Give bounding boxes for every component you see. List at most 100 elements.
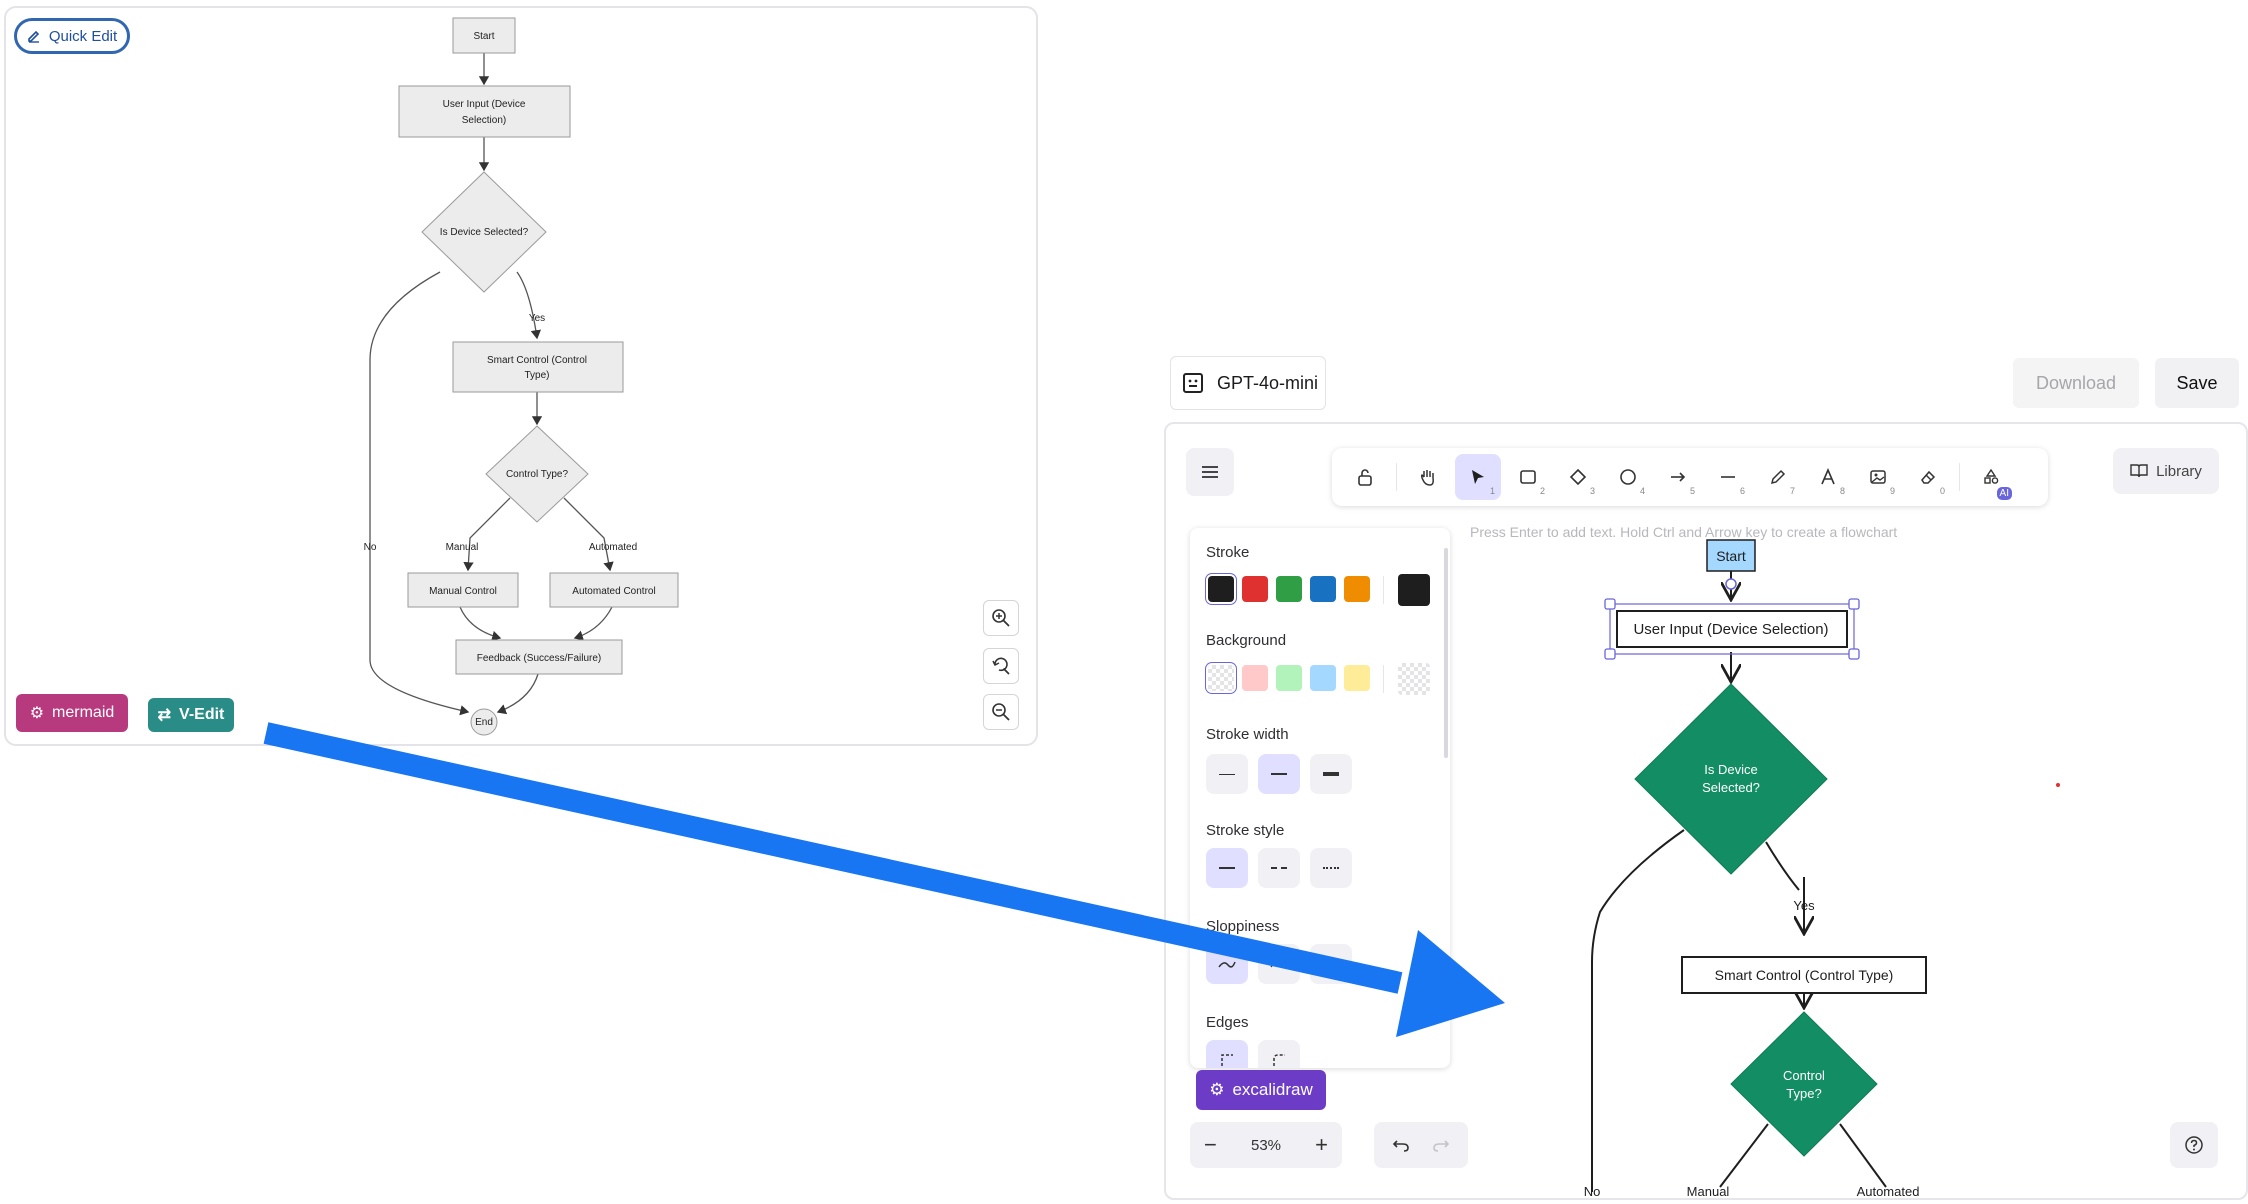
background-color-swatch[interactable] (1344, 665, 1370, 691)
zoom-in-button[interactable] (983, 600, 1019, 636)
hand-icon (1420, 470, 1434, 486)
library-button[interactable]: Library (2113, 448, 2219, 494)
stroke-width-bold[interactable] (1258, 754, 1300, 794)
tool-hand[interactable] (1405, 454, 1451, 500)
edges-sharp[interactable] (1206, 1040, 1248, 1068)
stroke-color-swatch[interactable] (1276, 576, 1302, 602)
sloppiness-cartoonist[interactable] (1310, 944, 1352, 984)
text-icon (1821, 468, 1835, 485)
eraser-icon (1921, 470, 1936, 484)
main-menu-button[interactable] (1186, 448, 1234, 496)
mermaid-edge-no: No (364, 542, 377, 553)
background-color-swatch[interactable] (1310, 665, 1336, 691)
mermaid-node-automated-control[interactable] (549, 572, 679, 608)
excalidraw-diagram: Start User Input (Device Selection) Is D… (1584, 539, 2060, 1196)
tool-rectangle[interactable]: 2 (1505, 454, 1551, 500)
excalidraw-tag-button[interactable]: ⚙ excalidraw (1196, 1070, 1326, 1110)
stroke-style-solid[interactable] (1206, 848, 1248, 888)
canvas-node-start[interactable] (1706, 539, 1756, 572)
canvas-node-control-type[interactable] (1730, 1011, 1878, 1157)
model-selector[interactable]: GPT-4o-mini (1170, 356, 1326, 410)
tool-more-shapes[interactable]: AI (1968, 454, 2014, 500)
resize-handle[interactable] (1848, 648, 1860, 660)
tool-image[interactable]: 9 (1855, 454, 1901, 500)
quick-edit-button[interactable]: Quick Edit (14, 18, 130, 54)
background-color-swatch[interactable] (1276, 665, 1302, 691)
mermaid-node-feedback[interactable] (455, 639, 623, 675)
zoom-reset-button[interactable] (983, 648, 1019, 684)
canvas-node-user-input[interactable] (1616, 610, 1848, 648)
ellipse-icon (1620, 469, 1636, 485)
unlock-icon (1358, 469, 1372, 486)
gear-icon: ⚙ (29, 705, 45, 722)
stroke-color-swatch[interactable] (1242, 576, 1268, 602)
current-stroke-color[interactable] (1398, 574, 1430, 606)
canvas-node-is-device[interactable] (1634, 683, 1828, 875)
background-color-swatch[interactable] (1242, 665, 1268, 691)
stroke-width-thin[interactable] (1206, 754, 1248, 794)
mermaid-tag-button[interactable]: ⚙ mermaid (16, 694, 128, 732)
resize-handle[interactable] (1604, 598, 1616, 610)
zoom-out-button[interactable] (983, 694, 1019, 730)
book-icon (2130, 464, 2148, 478)
properties-panel: Stroke Background Stroke width Stroke st… (1190, 528, 1450, 1068)
wave-icon (1218, 961, 1236, 968)
background-transparent-swatch[interactable] (1208, 665, 1234, 691)
resize-handle[interactable] (1604, 648, 1616, 660)
tool-number: 6 (1739, 486, 1745, 496)
properties-scrollbar[interactable] (1444, 548, 1448, 758)
stroke-color-swatch[interactable] (1208, 576, 1234, 602)
rotation-handle[interactable] (1725, 578, 1737, 590)
stroke-color-swatch[interactable] (1344, 576, 1370, 602)
tool-selection[interactable]: 1 (1455, 454, 1501, 500)
tool-number: 3 (1589, 486, 1595, 496)
save-button[interactable]: Save (2155, 358, 2239, 408)
stroke-style-dotted[interactable] (1310, 848, 1352, 888)
tool-ellipse[interactable]: 4 (1605, 454, 1651, 500)
mermaid-node-smart-control[interactable] (452, 341, 624, 393)
zoom-level[interactable]: 53% (1250, 1136, 1282, 1154)
mermaid-control-type-text: Control Type? (506, 469, 569, 480)
tool-number: 2 (1539, 486, 1545, 496)
tool-line[interactable]: 6 (1705, 454, 1751, 500)
tool-draw[interactable]: 7 (1755, 454, 1801, 500)
toolbar-divider (1959, 463, 1960, 491)
zoom-control: − 53% + (1190, 1122, 1342, 1168)
stroke-style-dashed[interactable] (1258, 848, 1300, 888)
gear-icon: ⚙ (1209, 1080, 1225, 1099)
stroke-color-swatch[interactable] (1310, 576, 1336, 602)
mermaid-end-text: End (475, 717, 493, 728)
mermaid-node-manual-control[interactable] (407, 572, 519, 608)
edges-round[interactable] (1258, 1040, 1300, 1068)
current-background-color[interactable] (1398, 663, 1430, 695)
tool-diamond[interactable]: 3 (1555, 454, 1601, 500)
mermaid-user-input-text-1: User Input (Device (443, 99, 526, 110)
canvas-automated-text: Automated (1857, 1184, 1920, 1196)
help-button[interactable] (2170, 1122, 2218, 1168)
tool-text[interactable]: 8 (1805, 454, 1851, 500)
mermaid-node-user-input[interactable] (398, 85, 571, 138)
zoom-out-button[interactable]: − (1204, 1132, 1217, 1157)
tool-eraser[interactable]: 0 (1905, 454, 1951, 500)
canvas-node-smart-control[interactable] (1681, 956, 1927, 994)
undo-redo-control (1374, 1122, 1468, 1168)
resize-handle[interactable] (1848, 598, 1860, 610)
tool-lock[interactable] (1342, 454, 1388, 500)
tool-number: 4 (1639, 486, 1645, 496)
redo-icon[interactable] (1432, 1138, 1450, 1152)
mermaid-node-start[interactable] (452, 17, 516, 54)
v-edit-button[interactable]: ⇄ V-Edit (148, 698, 234, 732)
download-button[interactable]: Download (2013, 358, 2139, 408)
stroke-label: Stroke (1206, 544, 1250, 561)
undo-icon[interactable] (1392, 1138, 1410, 1152)
wave-icon (1270, 959, 1288, 968)
help-icon (2185, 1136, 2203, 1154)
zoom-in-button[interactable]: + (1315, 1132, 1328, 1157)
sloppiness-architect[interactable] (1206, 944, 1248, 984)
sloppiness-artist[interactable] (1258, 944, 1300, 984)
mermaid-node-is-device[interactable] (421, 171, 547, 293)
canvas-control-type-text-2: Type? (1786, 1086, 1821, 1101)
tool-arrow[interactable]: 5 (1655, 454, 1701, 500)
mermaid-node-control-type[interactable] (485, 425, 589, 523)
stroke-width-extra-bold[interactable] (1310, 754, 1352, 794)
